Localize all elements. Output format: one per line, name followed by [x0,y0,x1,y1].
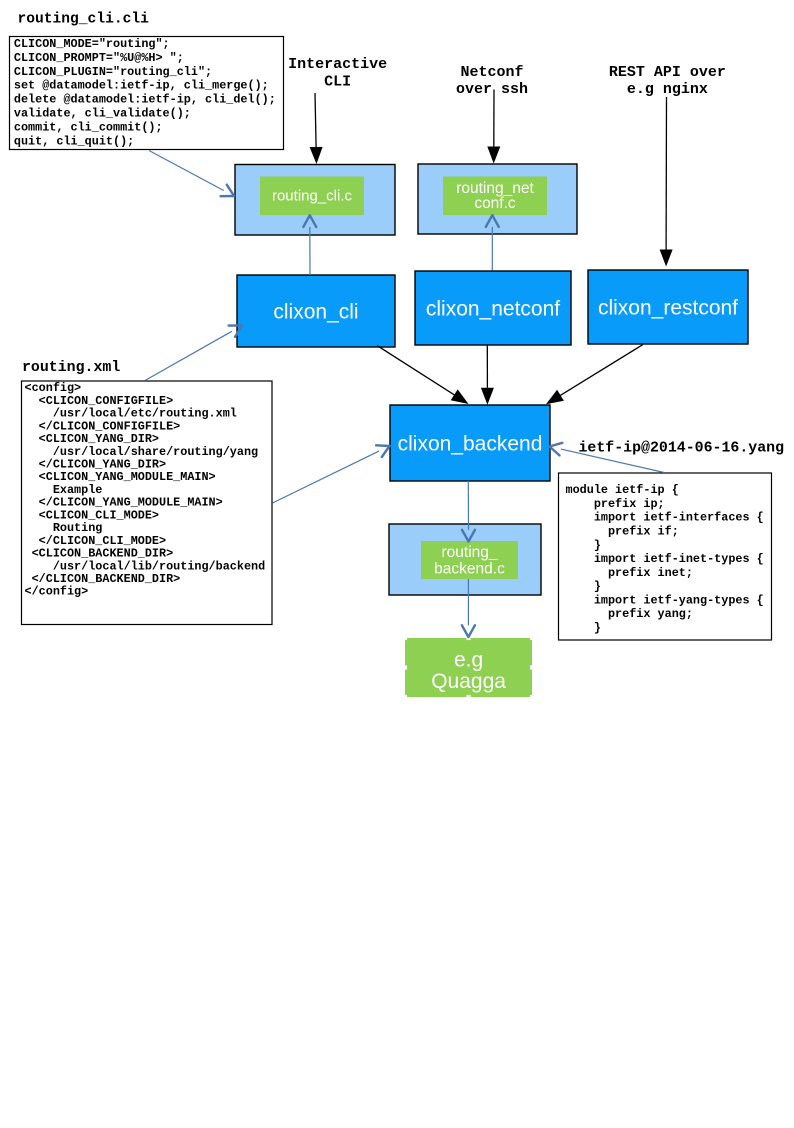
svg-text:routing_cli.cli: routing_cli.cli [18,12,150,28]
svg-text:conf.c: conf.c [474,195,516,212]
svg-text:backend.c: backend.c [434,561,505,578]
svg-text:CLI: CLI [324,74,351,91]
svg-text:e.g: e.g [454,649,483,672]
svg-text:CLICON_PLUGIN="routing_cli";: CLICON_PLUGIN="routing_cli"; [14,65,212,79]
svg-text:set @datamodel:ietf-ip, cli_me: set @datamodel:ietf-ip, cli_merge(); [14,79,269,93]
svg-text:routing.xml: routing.xml [22,360,120,376]
svg-text:clixon_restconf: clixon_restconf [598,297,738,320]
svg-text:ietf-ip@2014-06-16.yang: ietf-ip@2014-06-16.yang [579,441,785,457]
svg-text:Netconf: Netconf [460,64,523,81]
svg-text:delete @datamodel:ietf-ip, cli: delete @datamodel:ietf-ip, cli_del(); [14,93,276,107]
svg-text:prefix yang;: prefix yang; [566,607,693,621]
svg-text:Quagga: Quagga [431,670,506,693]
svg-text:quit, cli_quit();: quit, cli_quit(); [14,134,134,148]
svg-text:Interactive: Interactive [288,56,387,73]
svg-text:routing_cli.c: routing_cli.c [272,188,353,205]
svg-text:prefix inet;: prefix inet; [566,566,693,580]
svg-text:e.g nginx: e.g nginx [627,81,708,98]
svg-text:prefix ip;: prefix ip; [566,497,665,511]
svg-text:}: } [566,621,601,635]
svg-text:import ietf-yang-types {: import ietf-yang-types { [566,593,764,607]
svg-text:routing_: routing_ [441,544,497,561]
svg-text:CLICON_MODE="routing";: CLICON_MODE="routing"; [14,37,170,51]
svg-text:CLICON_PROMPT="%U@%H> ";: CLICON_PROMPT="%U@%H> "; [14,51,184,65]
svg-text:clixon_netconf: clixon_netconf [426,298,560,321]
svg-text:module ietf-ip {: module ietf-ip { [566,483,679,497]
svg-text:import ietf-inet-types {: import ietf-inet-types { [566,552,764,566]
svg-text:</config>: </config> [25,585,89,599]
svg-text:commit, cli_commit();: commit, cli_commit(); [14,120,163,134]
svg-text:validate, cli_validate();: validate, cli_validate(); [14,107,191,121]
svg-text:clixon_backend: clixon_backend [398,433,543,456]
svg-text:import ietf-interfaces {: import ietf-interfaces { [566,511,764,525]
svg-text:prefix if;: prefix if; [566,525,679,539]
svg-text:}: } [566,538,601,552]
svg-text:over ssh: over ssh [456,81,528,98]
svg-text:clixon_cli: clixon_cli [273,301,358,324]
svg-text:REST API over: REST API over [609,64,726,81]
svg-text:}: } [566,580,601,594]
